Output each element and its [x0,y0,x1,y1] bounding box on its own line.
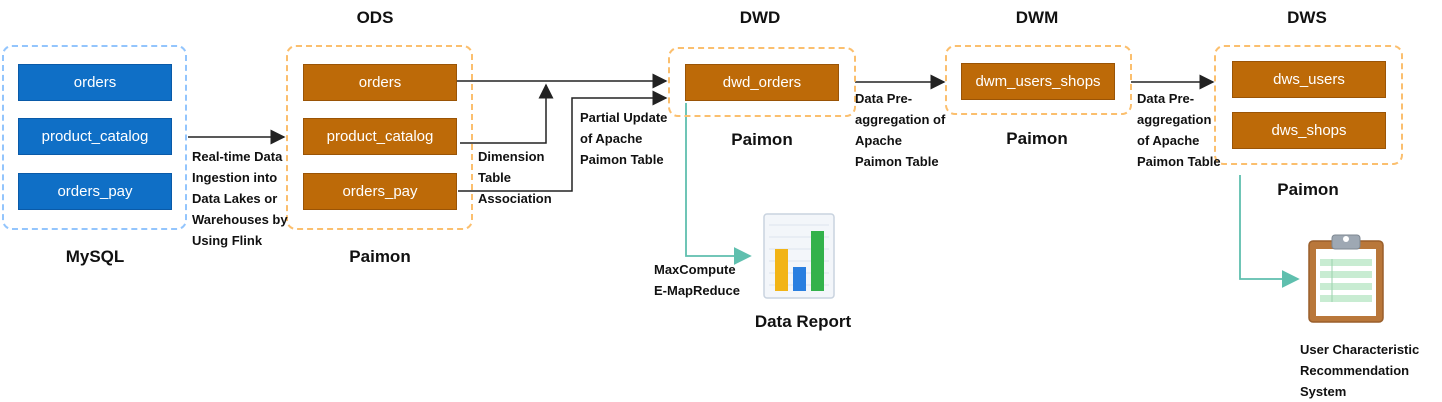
dimension-arrow [460,83,554,144]
dws-caption: Paimon [1277,180,1339,199]
dwm-caption: Paimon [1006,129,1068,148]
mysql-table-orders-pay[interactable]: orders_pay [18,173,172,210]
preagg-dwm-label: Data Pre- aggregation of Apache Paimon T… [855,91,946,169]
recommendation-label: User Characteristic Recommendation Syste… [1300,342,1420,399]
layer-title-dwm: DWM [1015,8,1059,27]
dwd-table-orders[interactable]: dwd_orders [685,64,839,101]
mysql-group [2,45,187,230]
recommendation-arrow [1239,175,1300,288]
ods-table-orders[interactable]: orders [303,64,457,101]
dwd-caption: Paimon [731,130,793,149]
dwm-table-users-shops[interactable]: dwm_users_shops [961,63,1115,100]
ods-group [286,45,473,230]
mysql-table-product-catalog[interactable]: product_catalog [18,118,172,155]
dws-group [1214,45,1403,165]
layer-title-ods: ODS [356,8,394,27]
layer-title-dws: DWS [1287,8,1327,27]
mysql-caption: MySQL [65,247,125,266]
clipboard-icon [1308,234,1384,323]
dws-table-shops[interactable]: dws_shops [1232,112,1386,149]
ods-caption: Paimon [349,247,411,266]
dws-table-users[interactable]: dws_users [1232,61,1386,98]
report-caption: Data Report [754,312,852,331]
partial-update-arrow [458,90,668,192]
partial-update-label: Partial Update of Apache Paimon Table [580,110,668,167]
dimension-label: Dimension Table Association [478,149,552,206]
preagg-dws-label: Data Pre- aggregation of Apache Paimon T… [1137,91,1221,169]
ingestion-label: Real-time Data Ingestion into Data Lakes… [192,149,288,248]
compute-label: MaxCompute E-MapReduce [654,262,740,298]
bar-chart-icon [763,213,835,299]
dwm-group [945,45,1132,115]
layer-title-dwd: DWD [739,8,781,27]
ods-table-product-catalog[interactable]: product_catalog [303,118,457,155]
report-arrow [685,103,752,265]
mysql-table-orders[interactable]: orders [18,64,172,101]
ods-table-orders-pay[interactable]: orders_pay [303,173,457,210]
dwd-group [668,47,856,117]
